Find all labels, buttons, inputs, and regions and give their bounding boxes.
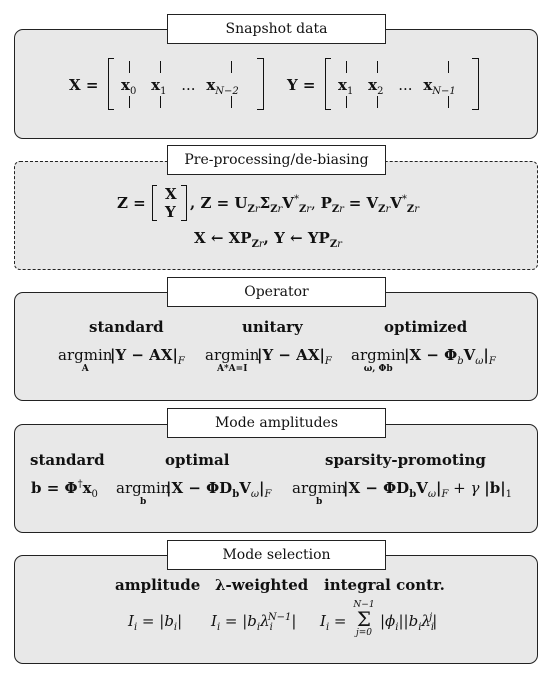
svd-expression: , Z = UZrΣZrV*Zr, PZr = VZrV*Zr	[190, 194, 419, 215]
operator-expr-optimized: |X − ΦbVω|F	[404, 346, 496, 367]
amplitudes-expr-sparsity: |X − ΦDbVω|F + γ |b|1	[343, 479, 513, 500]
mode-amplitudes-title: Mode amplitudes	[167, 408, 386, 438]
stack-y: Y	[165, 203, 176, 221]
amplitudes-header-standard: standard	[30, 451, 105, 469]
operator-expr-unitary: |Y − AX|F	[257, 346, 332, 367]
amplitudes-header-sparsity: sparsity-promoting	[325, 451, 486, 469]
x-bracket-right	[263, 58, 264, 110]
y-matrix-label: Y =	[287, 76, 316, 94]
selection-header-lambda: λ-weighted	[215, 576, 309, 594]
y-bracket-left	[325, 58, 326, 110]
selection-expr-integral-lhs: Ii =	[320, 612, 347, 633]
amplitudes-header-optimal: optimal	[165, 451, 230, 469]
operator-title: Operator	[167, 277, 386, 307]
mode-selection-panel	[14, 555, 538, 664]
x-bracket-left	[108, 58, 109, 110]
selection-sum-symbol: N−1 Σ j=0	[353, 600, 375, 638]
debias-expression: X ← XPZr, Y ← YPZr	[194, 229, 342, 250]
y-matrix-columns: x1 x2 ... xN−1	[338, 76, 456, 97]
selection-header-amplitude: amplitude	[115, 576, 201, 594]
y-bracket-right	[478, 58, 479, 110]
operator-expr-standard: |Y − AX|F	[110, 346, 185, 367]
mode-amplitudes-panel	[14, 424, 538, 533]
selection-expr-integral-rhs: |ϕi||biλij|	[380, 612, 438, 633]
z-label: Z =	[117, 194, 146, 212]
selection-header-integral: integral contr.	[324, 576, 445, 594]
selection-expr-lambda: Ii = |biλiN−1|	[211, 612, 297, 633]
amplitudes-expr-standard: b = Φ†x0	[31, 479, 98, 500]
snapshot-data-panel	[14, 29, 538, 139]
operator-panel	[14, 292, 538, 401]
snapshot-data-title: Snapshot data	[167, 14, 386, 44]
preprocessing-panel	[14, 161, 538, 270]
preprocessing-title: Pre-processing/de-biasing	[167, 145, 386, 175]
operator-header-standard: standard	[89, 318, 164, 336]
stack-x: X	[165, 185, 177, 203]
amplitudes-expr-optimal: |X − ΦDbVω|F	[166, 479, 272, 500]
mode-selection-title: Mode selection	[167, 540, 386, 570]
operator-header-unitary: unitary	[242, 318, 303, 336]
operator-header-optimized: optimized	[384, 318, 468, 336]
x-matrix-label: X =	[69, 76, 99, 94]
selection-expr-amplitude: Ii = |bi|	[128, 612, 183, 633]
x-matrix-columns: x0 x1 ... xN−2	[121, 76, 239, 97]
